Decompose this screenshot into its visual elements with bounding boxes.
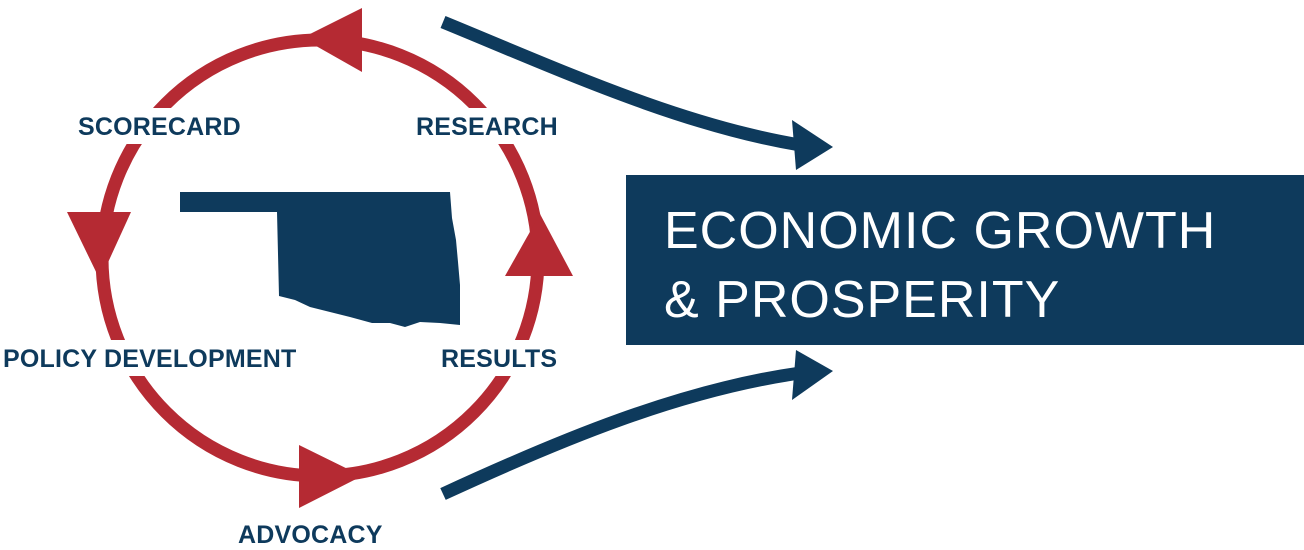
- oklahoma-state-map-icon: [180, 192, 460, 327]
- cycle-arrow-left-icon: [67, 212, 131, 280]
- label-backdrop-results: [433, 340, 568, 376]
- outcome-box: [626, 175, 1304, 345]
- upper-flow-arrow: [440, 15, 802, 152]
- stage-label-advocacy: ADVOCACY: [238, 521, 383, 549]
- upper-flow-arrowhead-icon: [792, 120, 833, 170]
- label-backdrop-advocacy: [230, 515, 415, 550]
- label-backdrop-scorecard: [70, 108, 270, 144]
- label-backdrop-research: [405, 108, 580, 144]
- lower-flow-arrow: [440, 366, 801, 500]
- outcome-line-1: ECONOMIC GROWTH: [664, 202, 1216, 260]
- cycle-arrow-bottom-icon: [299, 445, 362, 508]
- lower-flow-arrowhead-icon: [792, 350, 833, 400]
- cycle-arrow-top-icon: [302, 8, 362, 72]
- label-backdrop-policy: [0, 340, 345, 376]
- stage-label-policy-development: POLICY DEVELOPMENT: [3, 345, 296, 373]
- stage-label-research: RESEARCH: [416, 113, 558, 141]
- outcome-line-2: & PROSPERITY: [664, 271, 1060, 329]
- stage-label-results: RESULTS: [441, 345, 557, 373]
- cycle-arrow-right-icon: [505, 214, 573, 276]
- stage-label-scorecard: SCORECARD: [78, 113, 241, 141]
